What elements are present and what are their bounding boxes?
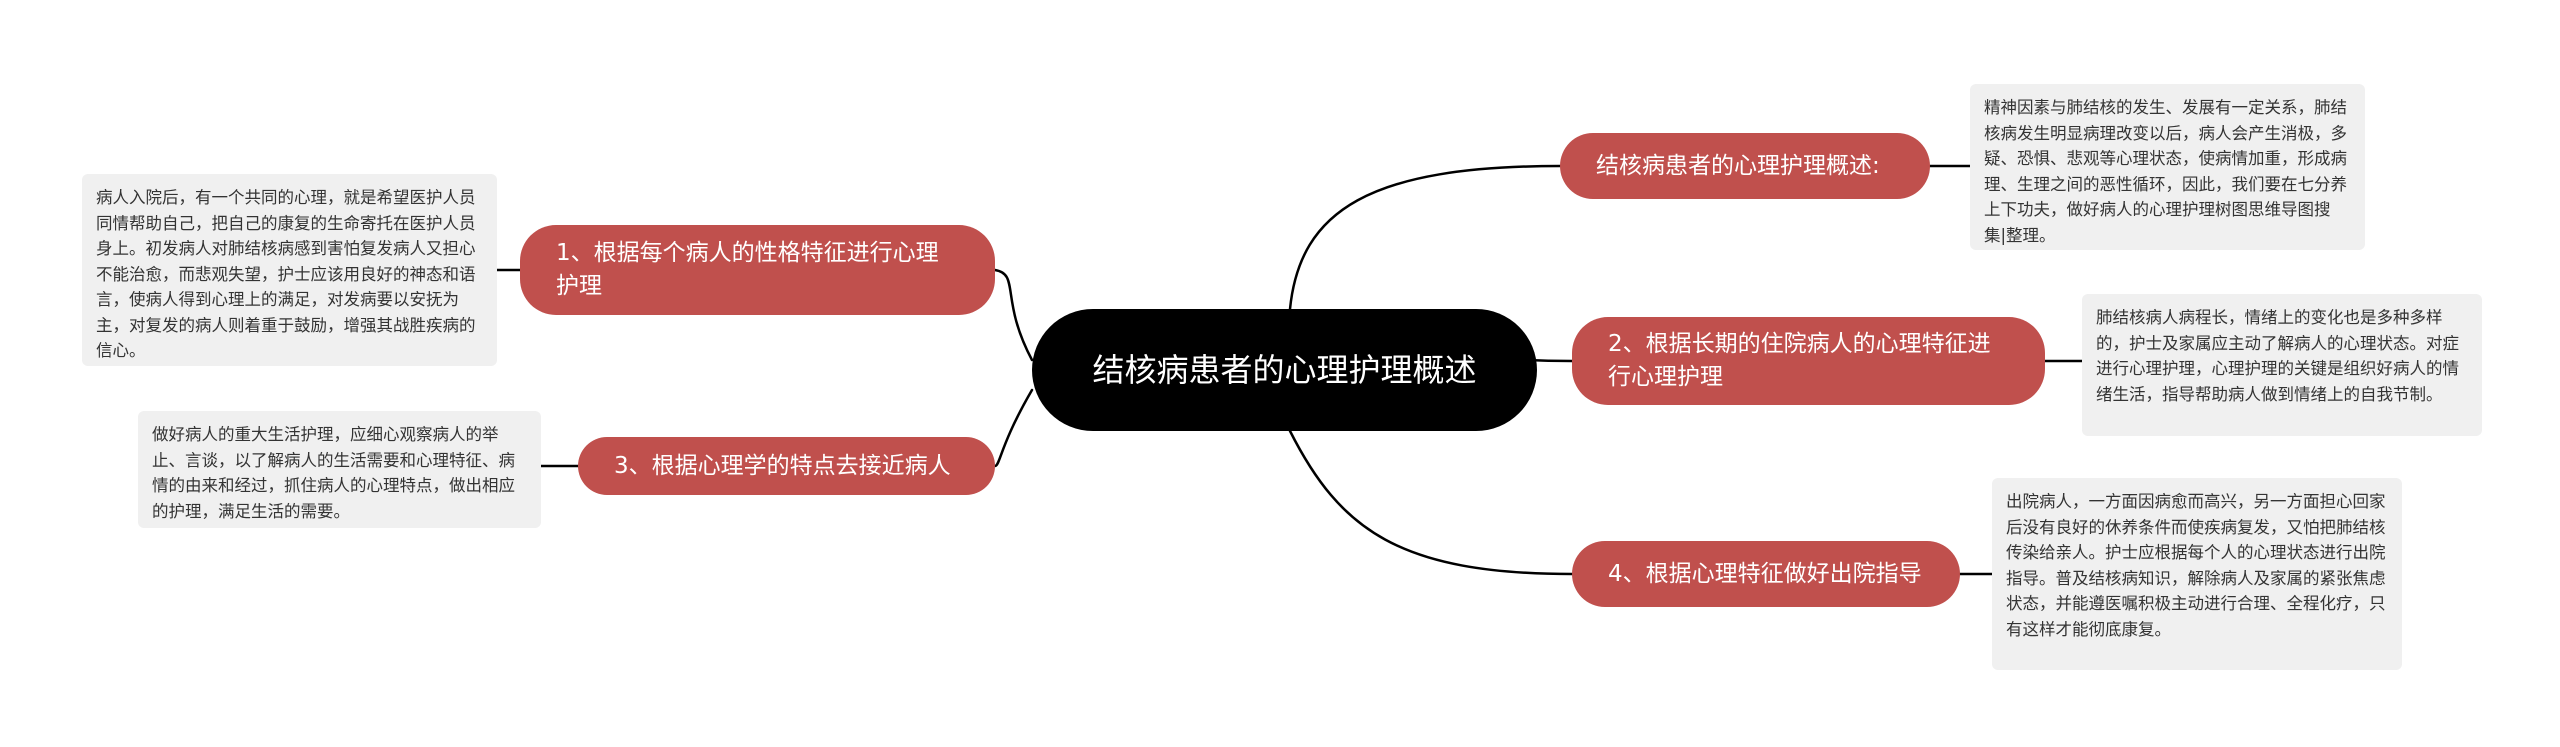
note-4: 出院病人，一方面因病愈而高兴，另一方面担心回家后没有良好的休养条件而使疾病复发，… bbox=[1992, 478, 2402, 670]
branch-4-label: 4、根据心理特征做好出院指导 bbox=[1608, 560, 1922, 587]
note-3-text: 做好病人的重大生活护理，应细心观察病人的举止、言谈，以了解病人的生活需要和心理特… bbox=[152, 425, 515, 521]
note-1-text: 病人入院后，有一个共同的心理，就是希望医护人员同情帮助自己，把自己的康复的生命寄… bbox=[96, 188, 476, 360]
branch-3[interactable]: 3、根据心理学的特点去接近病人 bbox=[578, 437, 995, 495]
branch-1[interactable]: 1、根据每个病人的性格特征进行心理护理 bbox=[520, 225, 995, 315]
note-4-text: 出院病人，一方面因病愈而高兴，另一方面担心回家后没有良好的休养条件而使疾病复发，… bbox=[2006, 492, 2386, 639]
note-2-text: 肺结核病人病程长，情绪上的变化也是多种多样的，护士及家属应主动了解病人的心理状态… bbox=[2096, 308, 2459, 404]
branch-1-label: 1、根据每个病人的性格特征进行心理护理 bbox=[556, 240, 939, 299]
note-overview: 精神因素与肺结核的发生、发展有一定关系，肺结核病发生明显病理改变以后，病人会产生… bbox=[1970, 84, 2365, 250]
connector-root-to-branch-overview bbox=[1288, 164, 1562, 311]
branch-overview[interactable]: 结核病患者的心理护理概述: bbox=[1560, 133, 1930, 199]
branch-3-label: 3、根据心理学的特点去接近病人 bbox=[614, 452, 951, 479]
note-1: 病人入院后，有一个共同的心理，就是希望医护人员同情帮助自己，把自己的康复的生命寄… bbox=[82, 174, 497, 366]
root-topic[interactable]: 结核病患者的心理护理概述 bbox=[1032, 309, 1537, 431]
connector-root-to-branch-1 bbox=[993, 268, 1034, 362]
branch-4[interactable]: 4、根据心理特征做好出院指导 bbox=[1572, 541, 1960, 607]
connector-root-to-branch-4 bbox=[1288, 429, 1574, 576]
branch-overview-label: 结核病患者的心理护理概述: bbox=[1596, 152, 1880, 179]
root-topic-label: 结核病患者的心理护理概述 bbox=[1092, 351, 1477, 389]
note-2: 肺结核病人病程长，情绪上的变化也是多种多样的，护士及家属应主动了解病人的心理状态… bbox=[2082, 294, 2482, 436]
branch-2-label: 2、根据长期的住院病人的心理特征进行心理护理 bbox=[1608, 331, 1991, 390]
branch-2[interactable]: 2、根据长期的住院病人的心理特征进行心理护理 bbox=[1572, 317, 2045, 405]
connector-root-to-branch-3 bbox=[993, 388, 1034, 468]
note-overview-text: 精神因素与肺结核的发生、发展有一定关系，肺结核病发生明显病理改变以后，病人会产生… bbox=[1984, 98, 2347, 245]
note-3: 做好病人的重大生活护理，应细心观察病人的举止、言谈，以了解病人的生活需要和心理特… bbox=[138, 411, 541, 528]
